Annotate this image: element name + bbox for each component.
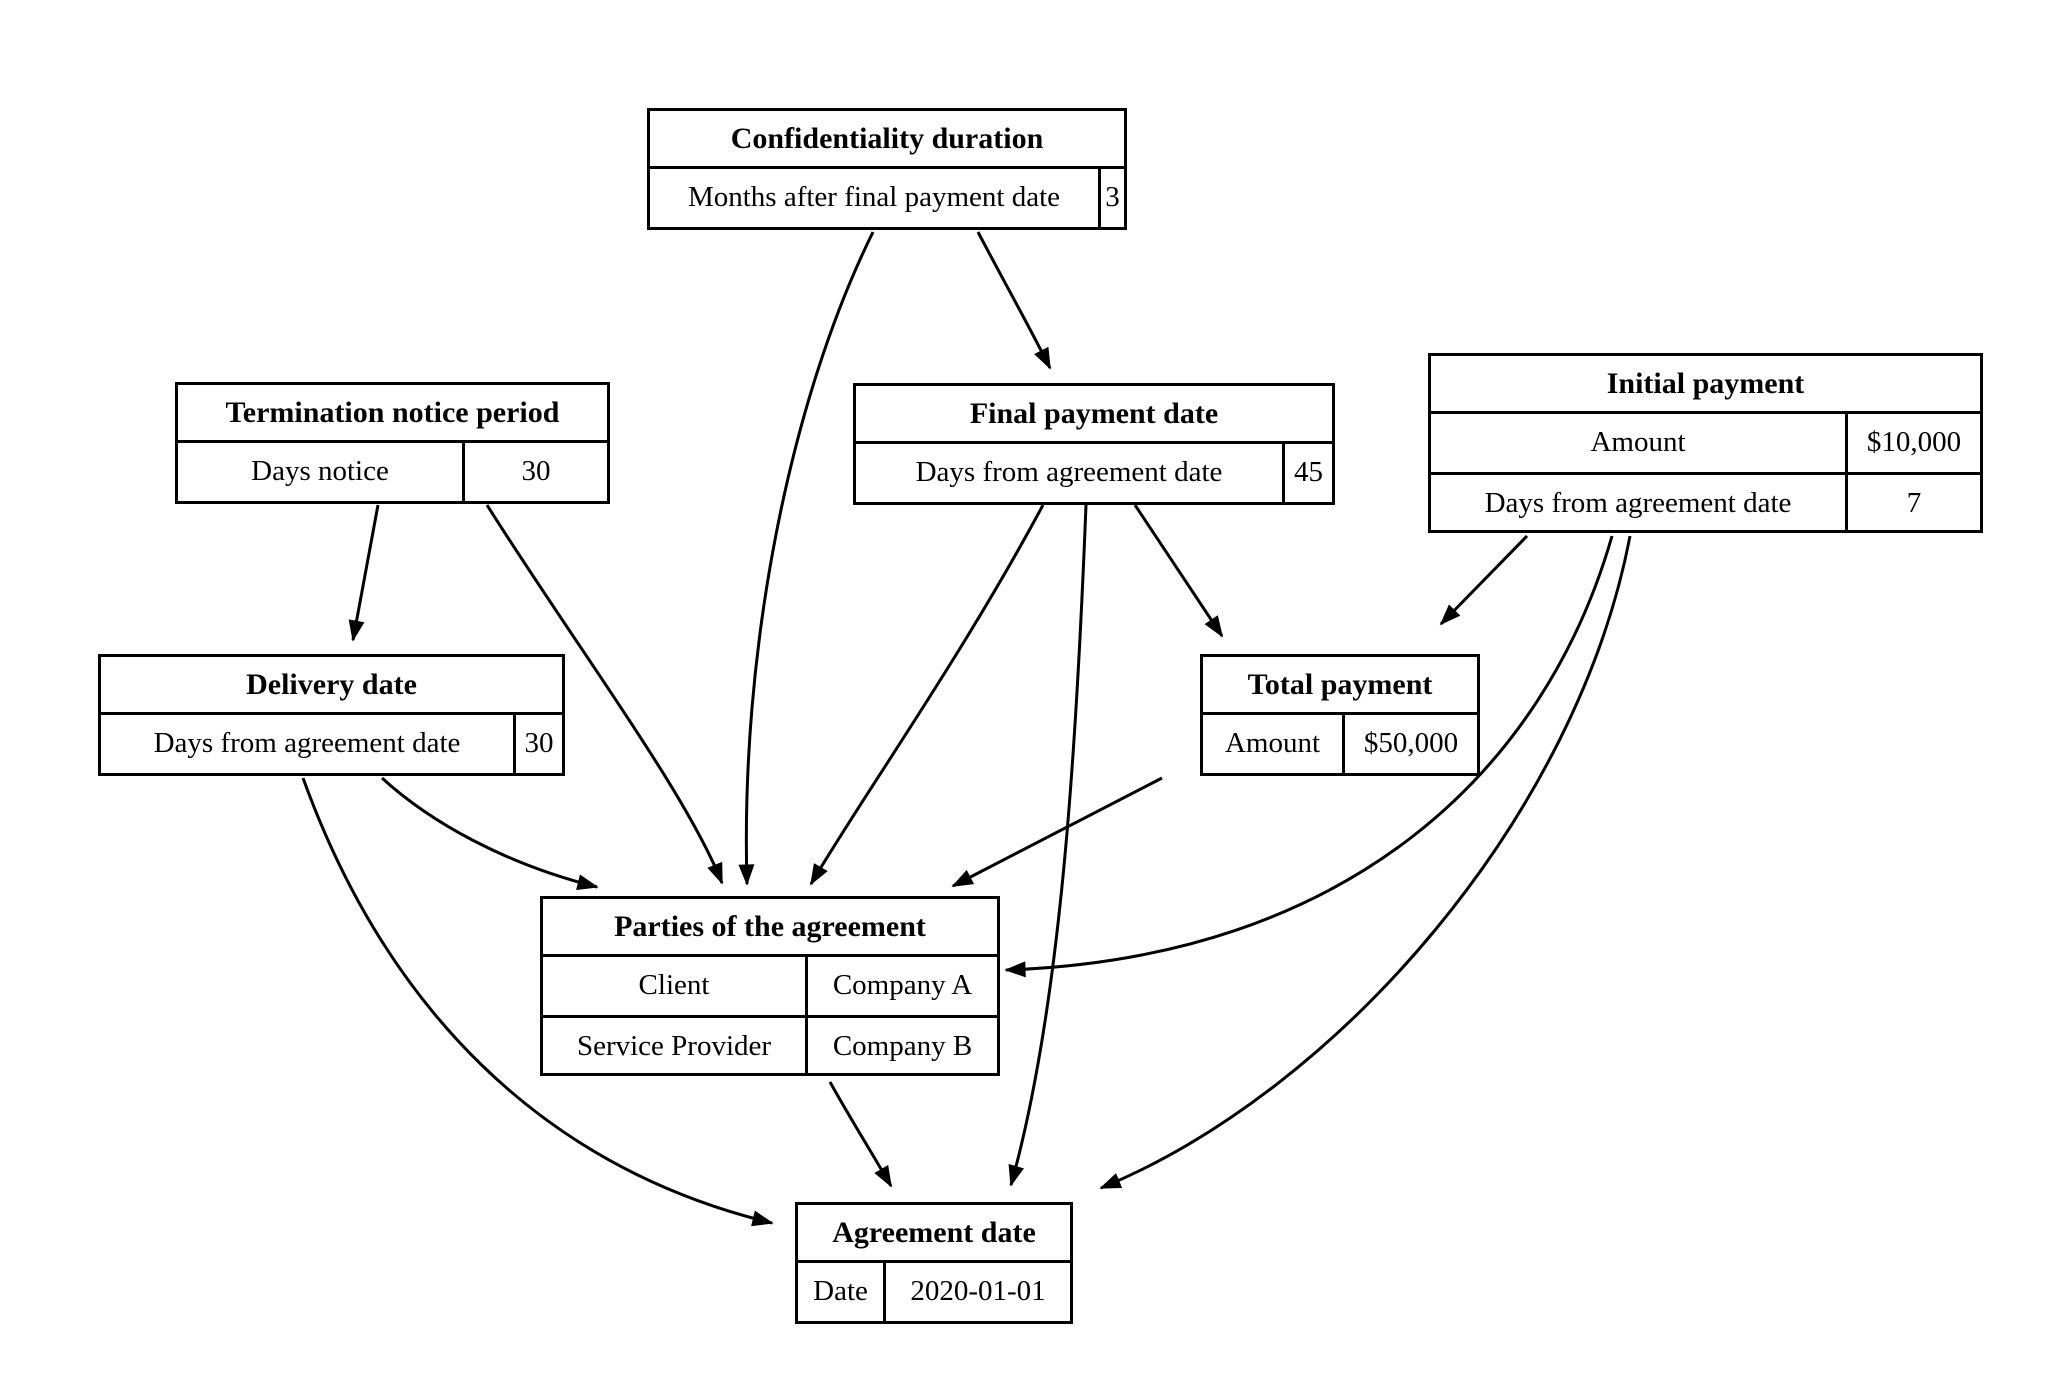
edge-initial-payment-to-agreement-date (1099, 535, 1632, 1190)
edge-confidentiality-duration-to-parties-of-the-agreement (738, 231, 875, 886)
edge-confidentiality-duration-to-final-payment-date (976, 231, 1052, 370)
table-row: Days from agreement date 7 (1431, 472, 1980, 533)
table-row: Days from agreement date 30 (101, 715, 562, 773)
node-title: Termination notice period (178, 385, 607, 443)
node-title: Initial payment (1431, 356, 1980, 414)
row-label: Amount (1224, 727, 1321, 759)
row-value: Company B (805, 1018, 997, 1076)
node-title: Total payment (1203, 657, 1477, 715)
edge-delivery-date-to-parties-of-the-agreement (380, 776, 599, 891)
row-value: $50,000 (1342, 715, 1477, 773)
edge-termination-notice-period-to-delivery-date (348, 504, 380, 642)
node-title: Parties of the agreement (543, 899, 997, 957)
row-value: $10,000 (1845, 414, 1980, 472)
table-row: Date 2020-01-01 (798, 1263, 1070, 1321)
node-confidentiality-duration: Confidentiality duration Months after fi… (647, 108, 1127, 230)
row-label: Client (638, 969, 710, 1001)
row-value: 7 (1845, 475, 1980, 533)
table-row: Amount $10,000 (1431, 414, 1980, 472)
row-value: 30 (462, 443, 607, 501)
row-value: 2020-01-01 (883, 1263, 1070, 1321)
edge-initial-payment-to-parties-of-the-agreement (1004, 535, 1614, 978)
node-total-payment: Total payment Amount $50,000 (1200, 654, 1480, 776)
table-row: Service Provider Company B (543, 1015, 997, 1076)
node-parties-of-the-agreement: Parties of the agreement Client Company … (540, 896, 1000, 1076)
table-row: Client Company A (543, 957, 997, 1015)
node-title: Delivery date (101, 657, 562, 715)
edge-total-payment-to-parties-of-the-agreement (951, 776, 1163, 888)
table-row: Days from agreement date 45 (856, 444, 1332, 502)
node-title: Confidentiality duration (650, 111, 1124, 169)
edge-final-payment-date-to-parties-of-the-agreement (809, 504, 1045, 886)
row-label: Months after final payment date (687, 181, 1061, 213)
row-value: 45 (1282, 444, 1332, 502)
row-value: 3 (1098, 169, 1124, 227)
node-termination-notice-period: Termination notice period Days notice 30 (175, 382, 610, 504)
row-value: 30 (513, 715, 562, 773)
row-label: Days from agreement date (153, 727, 461, 759)
row-label: Days notice (251, 455, 389, 487)
node-final-payment-date: Final payment date Days from agreement d… (853, 383, 1335, 505)
row-label: Service Provider (576, 1030, 772, 1062)
edge-termination-notice-period-to-parties-of-the-agreement (485, 504, 724, 885)
edge-initial-payment-to-total-payment (1439, 534, 1529, 626)
row-value: Company A (805, 957, 997, 1015)
edge-parties-of-the-agreement-to-agreement-date (828, 1081, 893, 1188)
table-row: Months after final payment date 3 (650, 169, 1124, 227)
node-delivery-date: Delivery date Days from agreement date 3… (98, 654, 565, 776)
row-label: Amount (1590, 426, 1686, 458)
node-title: Final payment date (856, 386, 1332, 444)
node-title: Agreement date (798, 1205, 1070, 1263)
edge-final-payment-date-to-agreement-date (1008, 504, 1088, 1187)
edge-delivery-date-to-agreement-date (301, 777, 774, 1227)
row-label: Days from agreement date (1484, 487, 1792, 519)
table-row: Amount $50,000 (1203, 715, 1477, 773)
node-agreement-date: Agreement date Date 2020-01-01 (795, 1202, 1073, 1324)
edge-final-payment-date-to-total-payment (1133, 504, 1224, 638)
node-initial-payment: Initial payment Amount $10,000 Days from… (1428, 353, 1983, 533)
table-row: Days notice 30 (178, 443, 607, 501)
row-label: Date (813, 1275, 868, 1307)
row-label: Days from agreement date (915, 456, 1223, 488)
